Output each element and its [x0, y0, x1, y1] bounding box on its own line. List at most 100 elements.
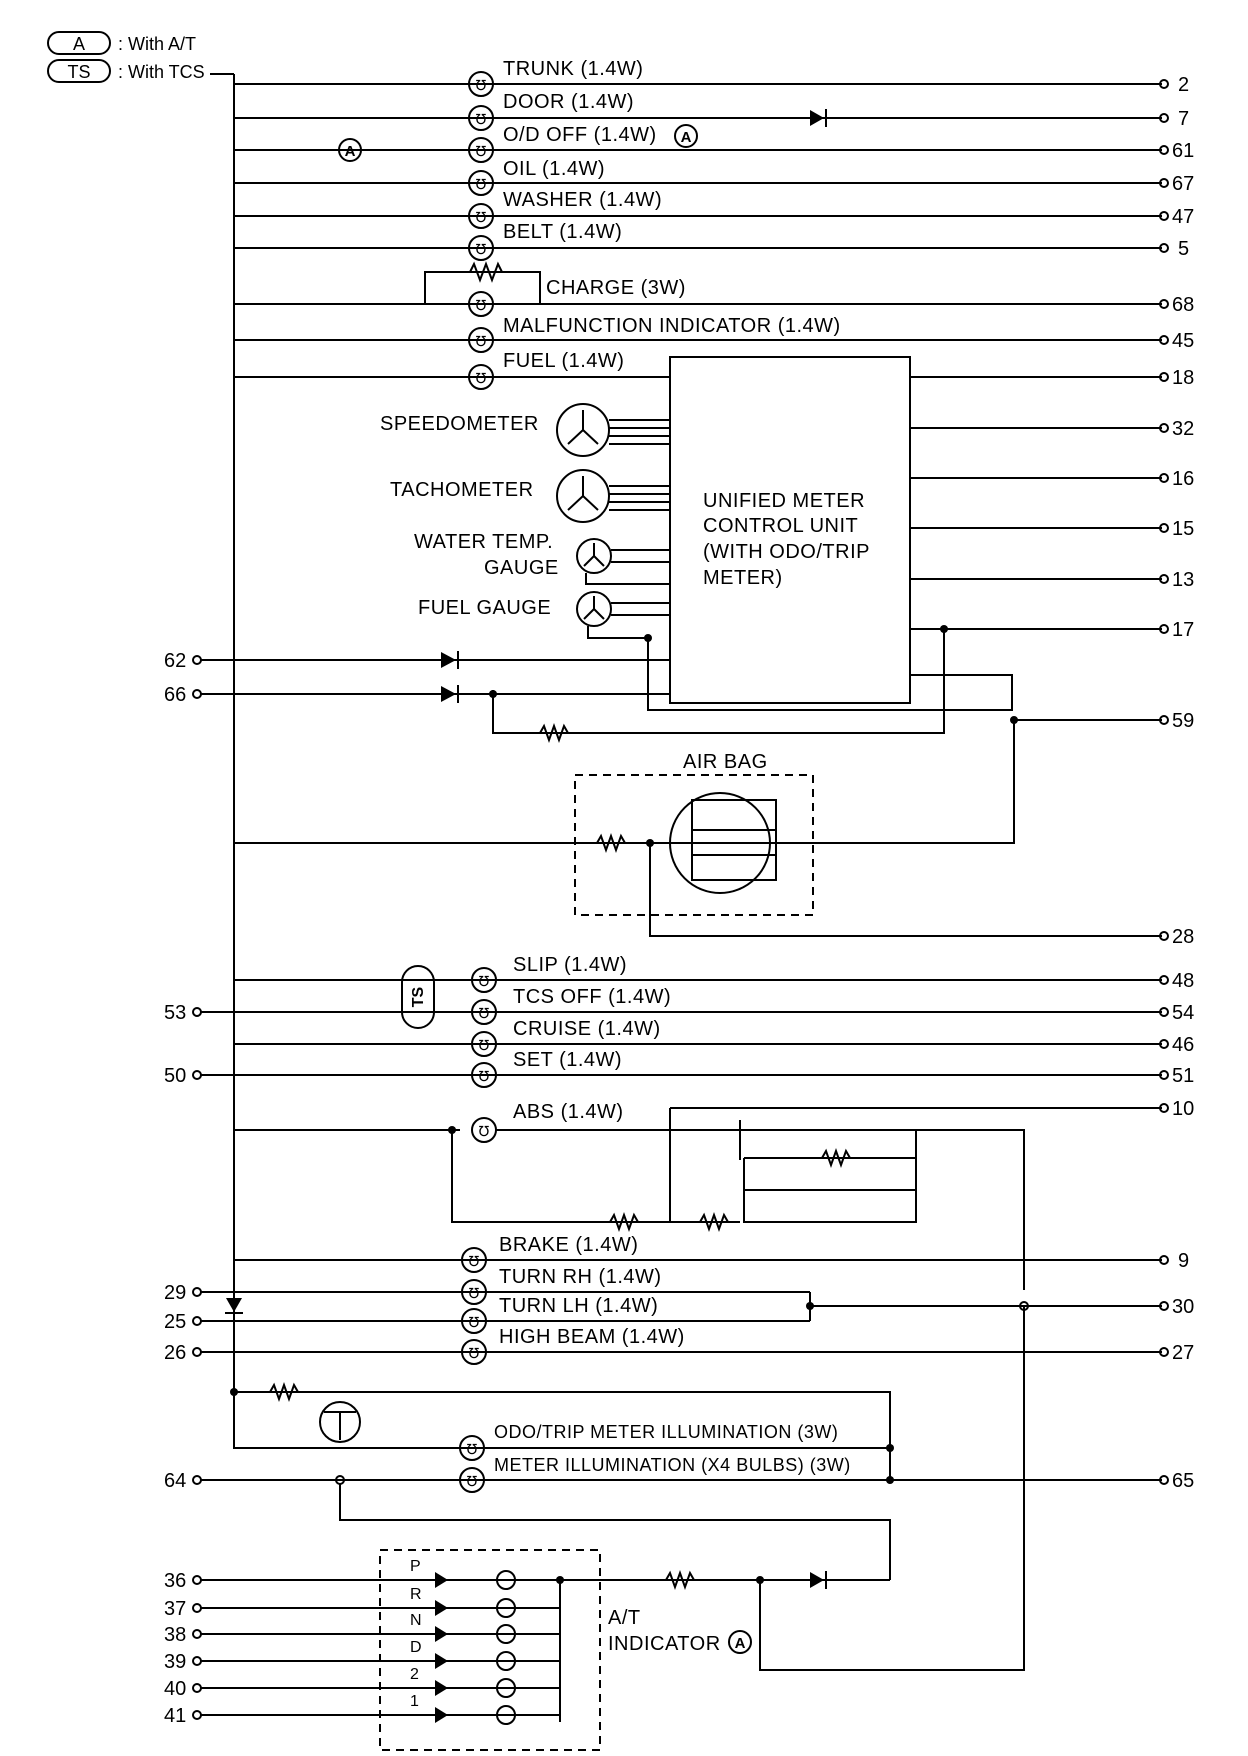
tcs-marker: TS: [410, 986, 427, 1007]
lamp-oil-label: OIL (1.4W): [503, 158, 605, 180]
terminal-46: 46: [1172, 1034, 1194, 1056]
lamp-malfunction-label: MALFUNCTION INDICATOR (1.4W): [503, 315, 841, 337]
terminal-50: 50: [164, 1065, 186, 1087]
fuel-gauge: FUEL GAUGE: [418, 591, 1013, 711]
lamp-set: ℧ SET (1.4W) 51: [471, 1049, 1194, 1088]
lamp-turn-rh-label: TURN RH (1.4W): [499, 1266, 662, 1288]
control-unit-line-3: (WITH ODO/TRIP: [703, 541, 870, 563]
lamp-turn-lh-label: TURN LH (1.4W): [499, 1295, 658, 1317]
lamp-fuel-label: FUEL (1.4W): [503, 350, 624, 372]
svg-text:℧: ℧: [476, 370, 487, 386]
lamp-turn-rh: 29 ℧ TURN RH (1.4W): [164, 1266, 810, 1305]
main-bus: [210, 73, 890, 1449]
at-row-2: 40 2: [164, 1666, 560, 1700]
terminal-37: 37: [164, 1598, 186, 1620]
unified-meter-control-unit: UNIFIED METER CONTROL UNIT (WITH ODO/TRI…: [669, 356, 911, 704]
lamp-brake-label: BRAKE (1.4W): [499, 1234, 638, 1256]
terminal-66: 66: [164, 684, 186, 706]
lamp-tcs-off: ℧ TCS OFF (1.4W) 54: [471, 986, 1194, 1025]
control-unit-line-2: CONTROL UNIT: [703, 515, 858, 537]
top-lamp-rows: A A: [234, 83, 1162, 378]
lamp-trunk: ℧ TRUNK (1.4W) 2: [468, 58, 1189, 97]
terminal-68: 68: [1172, 294, 1194, 316]
svg-text:℧: ℧: [479, 1123, 490, 1139]
terminal-45: 45: [1172, 330, 1194, 352]
control-unit-line-1: UNIFIED METER: [703, 490, 865, 512]
lamp-meter-illum: 64 ℧ METER ILLUMINATION (X4 BULBS) (3W) …: [164, 1455, 1194, 1580]
at-pos-r: R: [410, 1586, 422, 1603]
tachometer: TACHOMETER: [390, 469, 670, 523]
lamp-washer-label: WASHER (1.4W): [503, 189, 662, 211]
lamp-door: ℧ DOOR (1.4W) 7: [468, 91, 1189, 131]
svg-text:℧: ℧: [479, 1068, 490, 1084]
terminal-61: 61: [1172, 140, 1194, 162]
terminal-41: 41: [164, 1705, 186, 1727]
svg-text:℧: ℧: [479, 1005, 490, 1021]
lamp-cruise: ℧ CRUISE (1.4W) 46: [471, 1018, 1194, 1057]
lamp-door-label: DOOR (1.4W): [503, 91, 634, 113]
legend-ts-badge: [47, 59, 111, 83]
svg-text:℧: ℧: [476, 111, 487, 127]
legend-a-code: A: [73, 34, 85, 54]
at-row-1: 41 1: [164, 1693, 560, 1727]
water-temp-gauge: WATER TEMP. GAUGE: [414, 531, 670, 585]
terminal-36: 36: [164, 1570, 186, 1592]
terminal-40: 40: [164, 1678, 186, 1700]
at-indicator-line-2: INDICATOR: [608, 1633, 721, 1655]
at-pos-2: 2: [410, 1666, 419, 1683]
terminal-28: 28: [1172, 926, 1194, 948]
inputs-62-66: 62 66 59: [164, 650, 1194, 844]
terminal-13: 13: [1172, 569, 1194, 591]
water-temp-label-2: GAUGE: [484, 557, 559, 579]
lamp-od-off: ℧ O/D OFF (1.4W) 61: [468, 124, 1194, 163]
terminal-30: 30: [1172, 1296, 1194, 1318]
terminal-16: 16: [1172, 468, 1194, 490]
lamp-slip: ℧ SLIP (1.4W) 48: [471, 954, 1194, 993]
svg-text:℧: ℧: [476, 176, 487, 192]
lamp-belt-label: BELT (1.4W): [503, 221, 622, 243]
legend-ts-text: : With TCS: [118, 62, 205, 82]
control-unit-line-4: METER): [703, 567, 783, 589]
terminal-18: 18: [1172, 367, 1194, 389]
terminal-53: 53: [164, 1002, 186, 1024]
terminal-51: 51: [1172, 1065, 1194, 1087]
tachometer-label: TACHOMETER: [390, 479, 534, 501]
lamp-oil: ℧ OIL (1.4W) 67: [468, 158, 1194, 196]
svg-text:℧: ℧: [467, 1473, 478, 1489]
svg-text:℧: ℧: [469, 1314, 480, 1330]
lamp-high-beam-label: HIGH BEAM (1.4W): [499, 1326, 685, 1348]
svg-text:℧: ℧: [479, 973, 490, 989]
lamp-meter-illum-label: METER ILLUMINATION (X4 BULBS) (3W): [494, 1455, 851, 1475]
lamp-abs-label: ABS (1.4W): [513, 1101, 624, 1123]
terminal-48: 48: [1172, 970, 1194, 992]
terminal-67: 67: [1172, 173, 1194, 195]
lamp-brake: ℧ BRAKE (1.4W) 9: [234, 1234, 1189, 1273]
at-pos-n: N: [410, 1612, 422, 1629]
lamp-odo-illum-label: ODO/TRIP METER ILLUMINATION (3W): [494, 1422, 838, 1442]
od-label-marker-a: A: [681, 129, 692, 146]
legend-a-badge: [47, 31, 111, 55]
svg-text:℧: ℧: [476, 143, 487, 159]
terminal-65: 65: [1172, 1470, 1194, 1492]
lamp-high-beam: 26 ℧ HIGH BEAM (1.4W) 27: [164, 1326, 1194, 1365]
lamp-charge-label: CHARGE (3W): [546, 277, 686, 299]
svg-text:℧: ℧: [476, 241, 487, 257]
terminal-25: 25: [164, 1311, 186, 1333]
terminal-54: 54: [1172, 1002, 1194, 1024]
speedometer: SPEEDOMETER: [380, 403, 670, 457]
lamp-od-off-label: O/D OFF (1.4W): [503, 124, 657, 146]
lamp-belt: ℧ BELT (1.4W) 5: [468, 221, 1189, 261]
at-pos-d: D: [410, 1639, 422, 1656]
od-marker-a: A: [345, 143, 356, 160]
terminal-27: 27: [1172, 1342, 1194, 1364]
terminal-64: 64: [164, 1470, 186, 1492]
at-row-r: 37 R: [164, 1586, 560, 1620]
terminal-17: 17: [1172, 619, 1194, 641]
illumination-circuit: ℧ ODO/TRIP METER ILLUMINATION (3W): [230, 1382, 894, 1480]
at-pos-p: P: [410, 1558, 421, 1575]
at-indicator: A/T INDICATOR A: [379, 1306, 1025, 1751]
terminal-7: 7: [1178, 108, 1189, 130]
svg-text:℧: ℧: [479, 1037, 490, 1053]
fuel-gauge-label: FUEL GAUGE: [418, 597, 551, 619]
